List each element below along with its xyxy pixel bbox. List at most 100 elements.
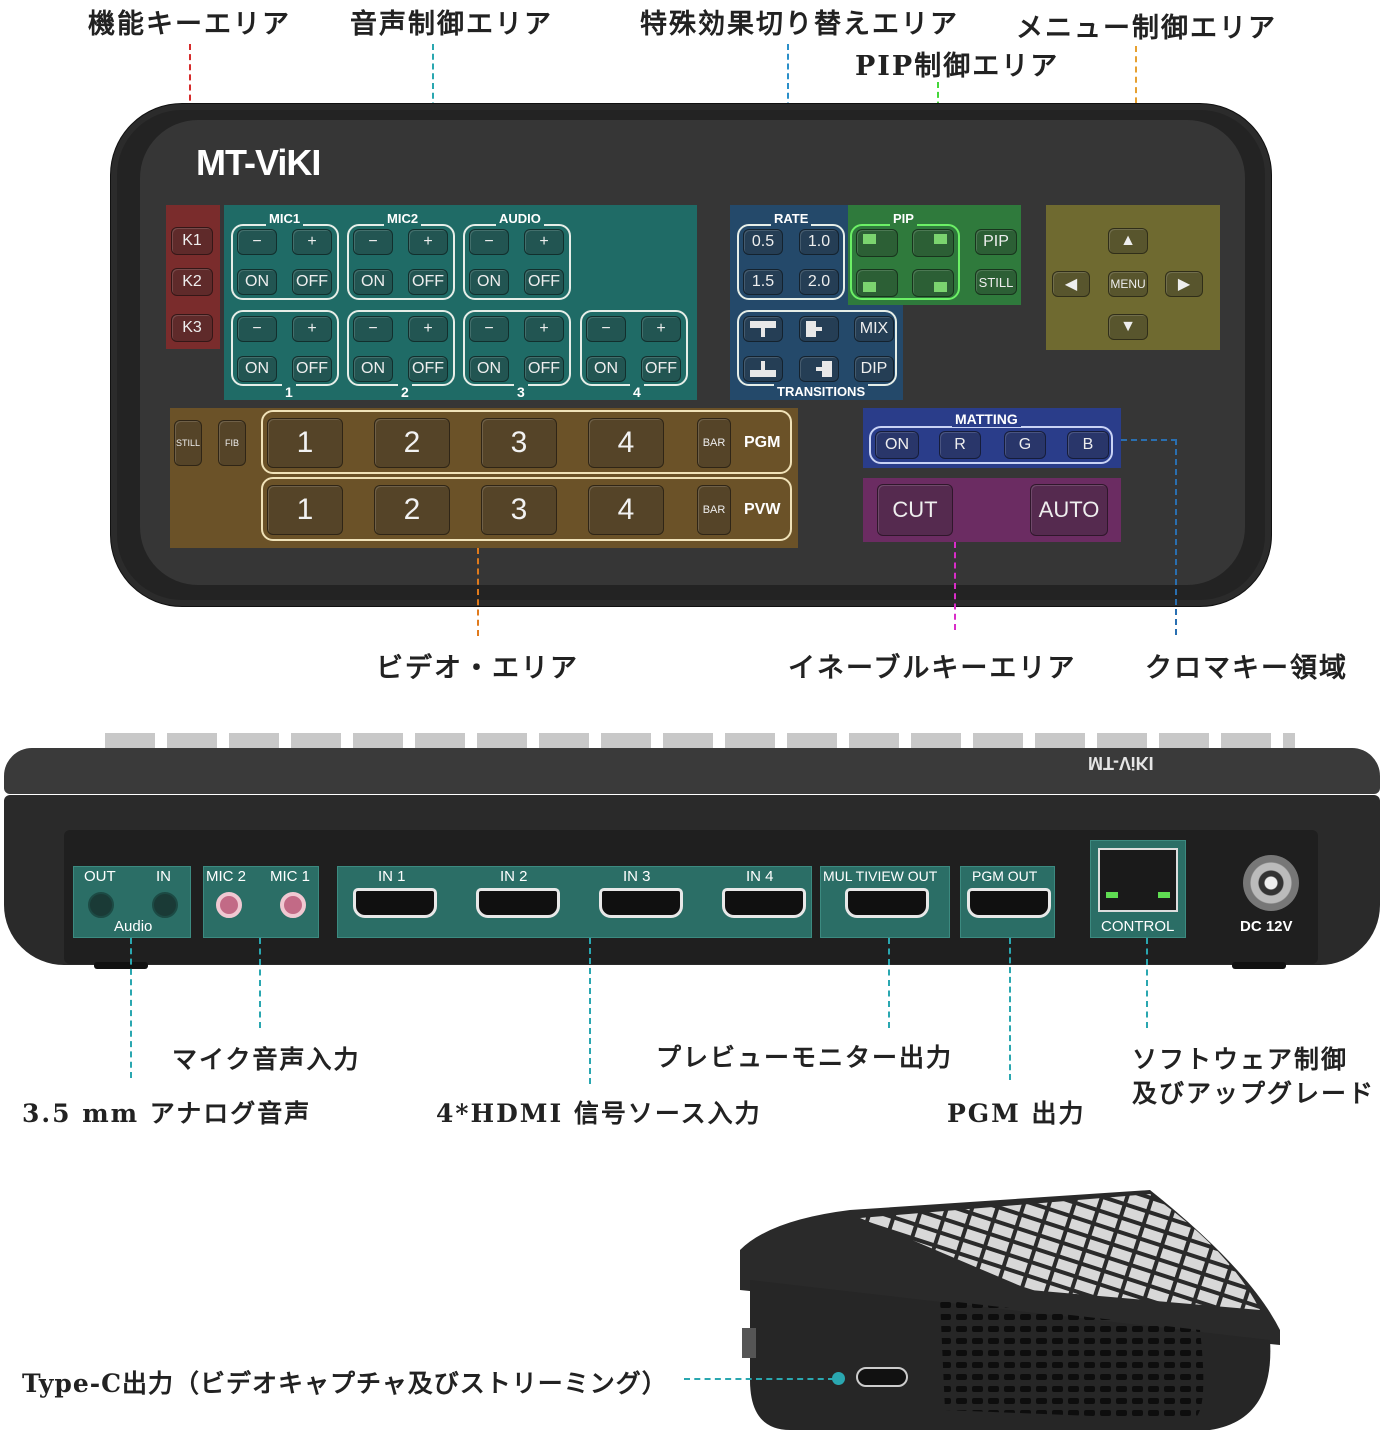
- mic1-minus-button[interactable]: −: [237, 229, 277, 255]
- mic2-off-button[interactable]: OFF: [408, 269, 448, 295]
- mix-button[interactable]: MIX: [854, 316, 894, 342]
- pvw-bar-button[interactable]: BAR: [697, 485, 731, 535]
- label-typec: Type-C出力（ビデオキャプチャ及びストリーミング）: [22, 1369, 668, 1398]
- rate-2-0-button[interactable]: 2.0: [799, 269, 839, 295]
- audio-off-button[interactable]: OFF: [524, 269, 564, 295]
- k2-button[interactable]: K2: [171, 268, 213, 296]
- pip-top-right-button[interactable]: [912, 229, 954, 257]
- ch1-off-button[interactable]: OFF: [292, 356, 332, 382]
- mic1-plus-button[interactable]: +: [292, 229, 332, 255]
- rate-1-0-button[interactable]: 1.0: [799, 229, 839, 255]
- ch4-on-button[interactable]: ON: [586, 356, 626, 382]
- pgm-1-button[interactable]: 1: [267, 418, 343, 468]
- in1-label: IN 1: [378, 868, 406, 885]
- rate-0-5-button[interactable]: 0.5: [743, 229, 783, 255]
- mic2-jack: [216, 892, 242, 918]
- hdmi-in3-port: [599, 888, 683, 918]
- ch2-plus-button[interactable]: +: [408, 316, 448, 342]
- matting-b-button[interactable]: B: [1067, 431, 1109, 459]
- cut-button[interactable]: CUT: [877, 484, 953, 536]
- leader-pgm: [1009, 938, 1011, 1080]
- pgm-out-label: PGM OUT: [972, 868, 1038, 884]
- leader-hdmi: [589, 938, 591, 1084]
- ch2-on-button[interactable]: ON: [353, 356, 393, 382]
- ch1-plus-button[interactable]: +: [292, 316, 332, 342]
- pip-bottom-left-button[interactable]: [856, 269, 898, 297]
- ch3-plus-button[interactable]: +: [524, 316, 564, 342]
- ch3-minus-button[interactable]: −: [469, 316, 509, 342]
- menu-up-button[interactable]: ▲: [1108, 228, 1148, 254]
- matting-r-button[interactable]: R: [939, 431, 981, 459]
- chevron-right-icon: ▶: [1177, 276, 1191, 293]
- audio-out-label: OUT: [84, 868, 116, 885]
- pip-bottom-right-button[interactable]: [912, 269, 954, 297]
- label-hdmi-input: 4*HDMI 信号ソース入力: [436, 1099, 762, 1128]
- pgm-4-button[interactable]: 4: [588, 418, 664, 468]
- pvw-3-button[interactable]: 3: [481, 485, 557, 535]
- ch2-off-button[interactable]: OFF: [408, 356, 448, 382]
- ch4-plus-button[interactable]: +: [641, 316, 681, 342]
- mic2-plus-button[interactable]: +: [408, 229, 448, 255]
- leader-analog: [130, 938, 132, 1078]
- mic1-on-button[interactable]: ON: [237, 269, 277, 295]
- pip-corner-tr-icon: [934, 234, 947, 244]
- control-label: CONTROL: [1101, 918, 1175, 935]
- typec-dot: [832, 1372, 845, 1385]
- ch4-off-button[interactable]: OFF: [641, 356, 681, 382]
- wipe-up-button[interactable]: [743, 356, 783, 382]
- rj45-port: [1098, 848, 1178, 912]
- transitions-label: TRANSITIONS: [774, 384, 869, 399]
- pip-button[interactable]: PIP: [975, 229, 1017, 255]
- matting-on-button[interactable]: ON: [875, 431, 919, 459]
- ch1-on-button[interactable]: ON: [237, 356, 277, 382]
- led-right: [1158, 892, 1170, 898]
- menu-down-button[interactable]: ▼: [1108, 314, 1148, 340]
- k1-button[interactable]: K1: [171, 227, 213, 255]
- still-button[interactable]: STILL: [975, 269, 1017, 295]
- fib-button[interactable]: FIB: [218, 420, 246, 466]
- in4-label: IN 4: [746, 868, 774, 885]
- ch3-number: 3: [514, 384, 528, 400]
- audio-plus-button[interactable]: +: [524, 229, 564, 255]
- menu-left-button[interactable]: ◀: [1052, 271, 1090, 297]
- pvw-4-button[interactable]: 4: [588, 485, 664, 535]
- leader-preview: [888, 938, 890, 1028]
- k3-button[interactable]: K3: [171, 314, 213, 342]
- ch3-off-button[interactable]: OFF: [524, 356, 564, 382]
- pgm-2-button[interactable]: 2: [374, 418, 450, 468]
- wipe-down-button[interactable]: [743, 316, 783, 342]
- ch2-minus-button[interactable]: −: [353, 316, 393, 342]
- ch1-minus-button[interactable]: −: [237, 316, 277, 342]
- ch4-number: 4: [630, 384, 644, 400]
- pip-top-left-button[interactable]: [856, 229, 898, 257]
- matting-g-button[interactable]: G: [1004, 431, 1046, 459]
- pvw-1-button[interactable]: 1: [267, 485, 343, 535]
- mic2-on-button[interactable]: ON: [353, 269, 393, 295]
- wipe-left-button[interactable]: [799, 356, 839, 382]
- label-pgm-output: PGM 出力: [947, 1099, 1086, 1128]
- menu-button[interactable]: MENU: [1108, 271, 1148, 297]
- rate-1-5-button[interactable]: 1.5: [743, 269, 783, 295]
- mic2-minus-button[interactable]: −: [353, 229, 393, 255]
- ch3-on-button[interactable]: ON: [469, 356, 509, 382]
- pgm-bar-button[interactable]: BAR: [697, 418, 731, 468]
- still-small-button[interactable]: STILL: [174, 420, 202, 466]
- auto-button[interactable]: AUTO: [1030, 484, 1108, 536]
- audio-on-button[interactable]: ON: [469, 269, 509, 295]
- dip-button[interactable]: DIP: [854, 356, 894, 382]
- pgm-3-button[interactable]: 3: [481, 418, 557, 468]
- mic1-off-button[interactable]: OFF: [292, 269, 332, 295]
- wipe-right-button[interactable]: [799, 316, 839, 342]
- pvw-2-button[interactable]: 2: [374, 485, 450, 535]
- menu-right-button[interactable]: ▶: [1165, 271, 1203, 297]
- audio-minus-button[interactable]: −: [469, 229, 509, 255]
- label-menu-area: メニュー制御エリア: [1016, 13, 1277, 44]
- multiview-label: MUL TIVIEW OUT: [823, 868, 938, 884]
- ch2-number: 2: [398, 384, 412, 400]
- ch4-minus-button[interactable]: −: [586, 316, 626, 342]
- label-mic-input: マイク音声入力: [172, 1045, 361, 1074]
- label-chroma-area: クロマキー領域: [1145, 653, 1348, 684]
- leader-mic: [259, 938, 261, 1028]
- label-video-area: ビデオ・エリア: [376, 653, 579, 684]
- mic2-port-label: MIC 2: [206, 868, 247, 885]
